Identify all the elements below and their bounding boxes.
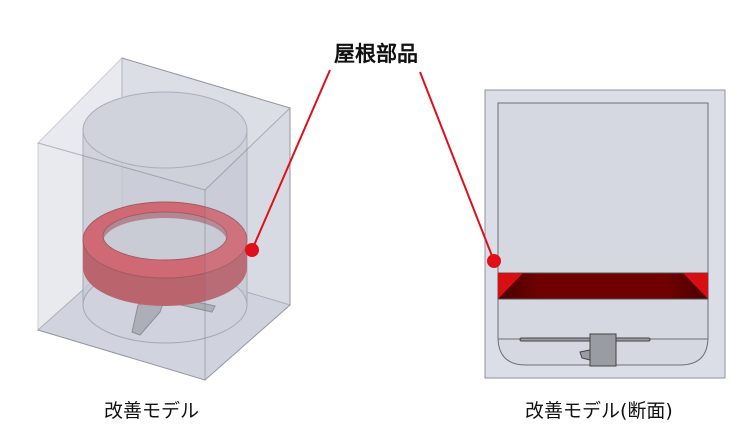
roof-part-section (497, 272, 709, 300)
roof-part-ring (82, 201, 248, 306)
inner-chamber (497, 102, 709, 366)
callout-dot-right (487, 254, 501, 268)
impeller-section (519, 333, 651, 367)
callout-leaders (245, 69, 501, 268)
improved-model-3d (37, 57, 292, 382)
roof-part-label: 屋根部品 (334, 42, 418, 66)
box-right-face (204, 106, 291, 382)
callout-dot-left (245, 243, 259, 257)
box-top-face (37, 57, 291, 191)
caption-improved-model-section: 改善モデル(断面) (525, 400, 673, 422)
improved-model-section (484, 89, 726, 379)
caption-improved-model: 改善モデル (104, 400, 200, 422)
box-front-face (37, 142, 206, 381)
